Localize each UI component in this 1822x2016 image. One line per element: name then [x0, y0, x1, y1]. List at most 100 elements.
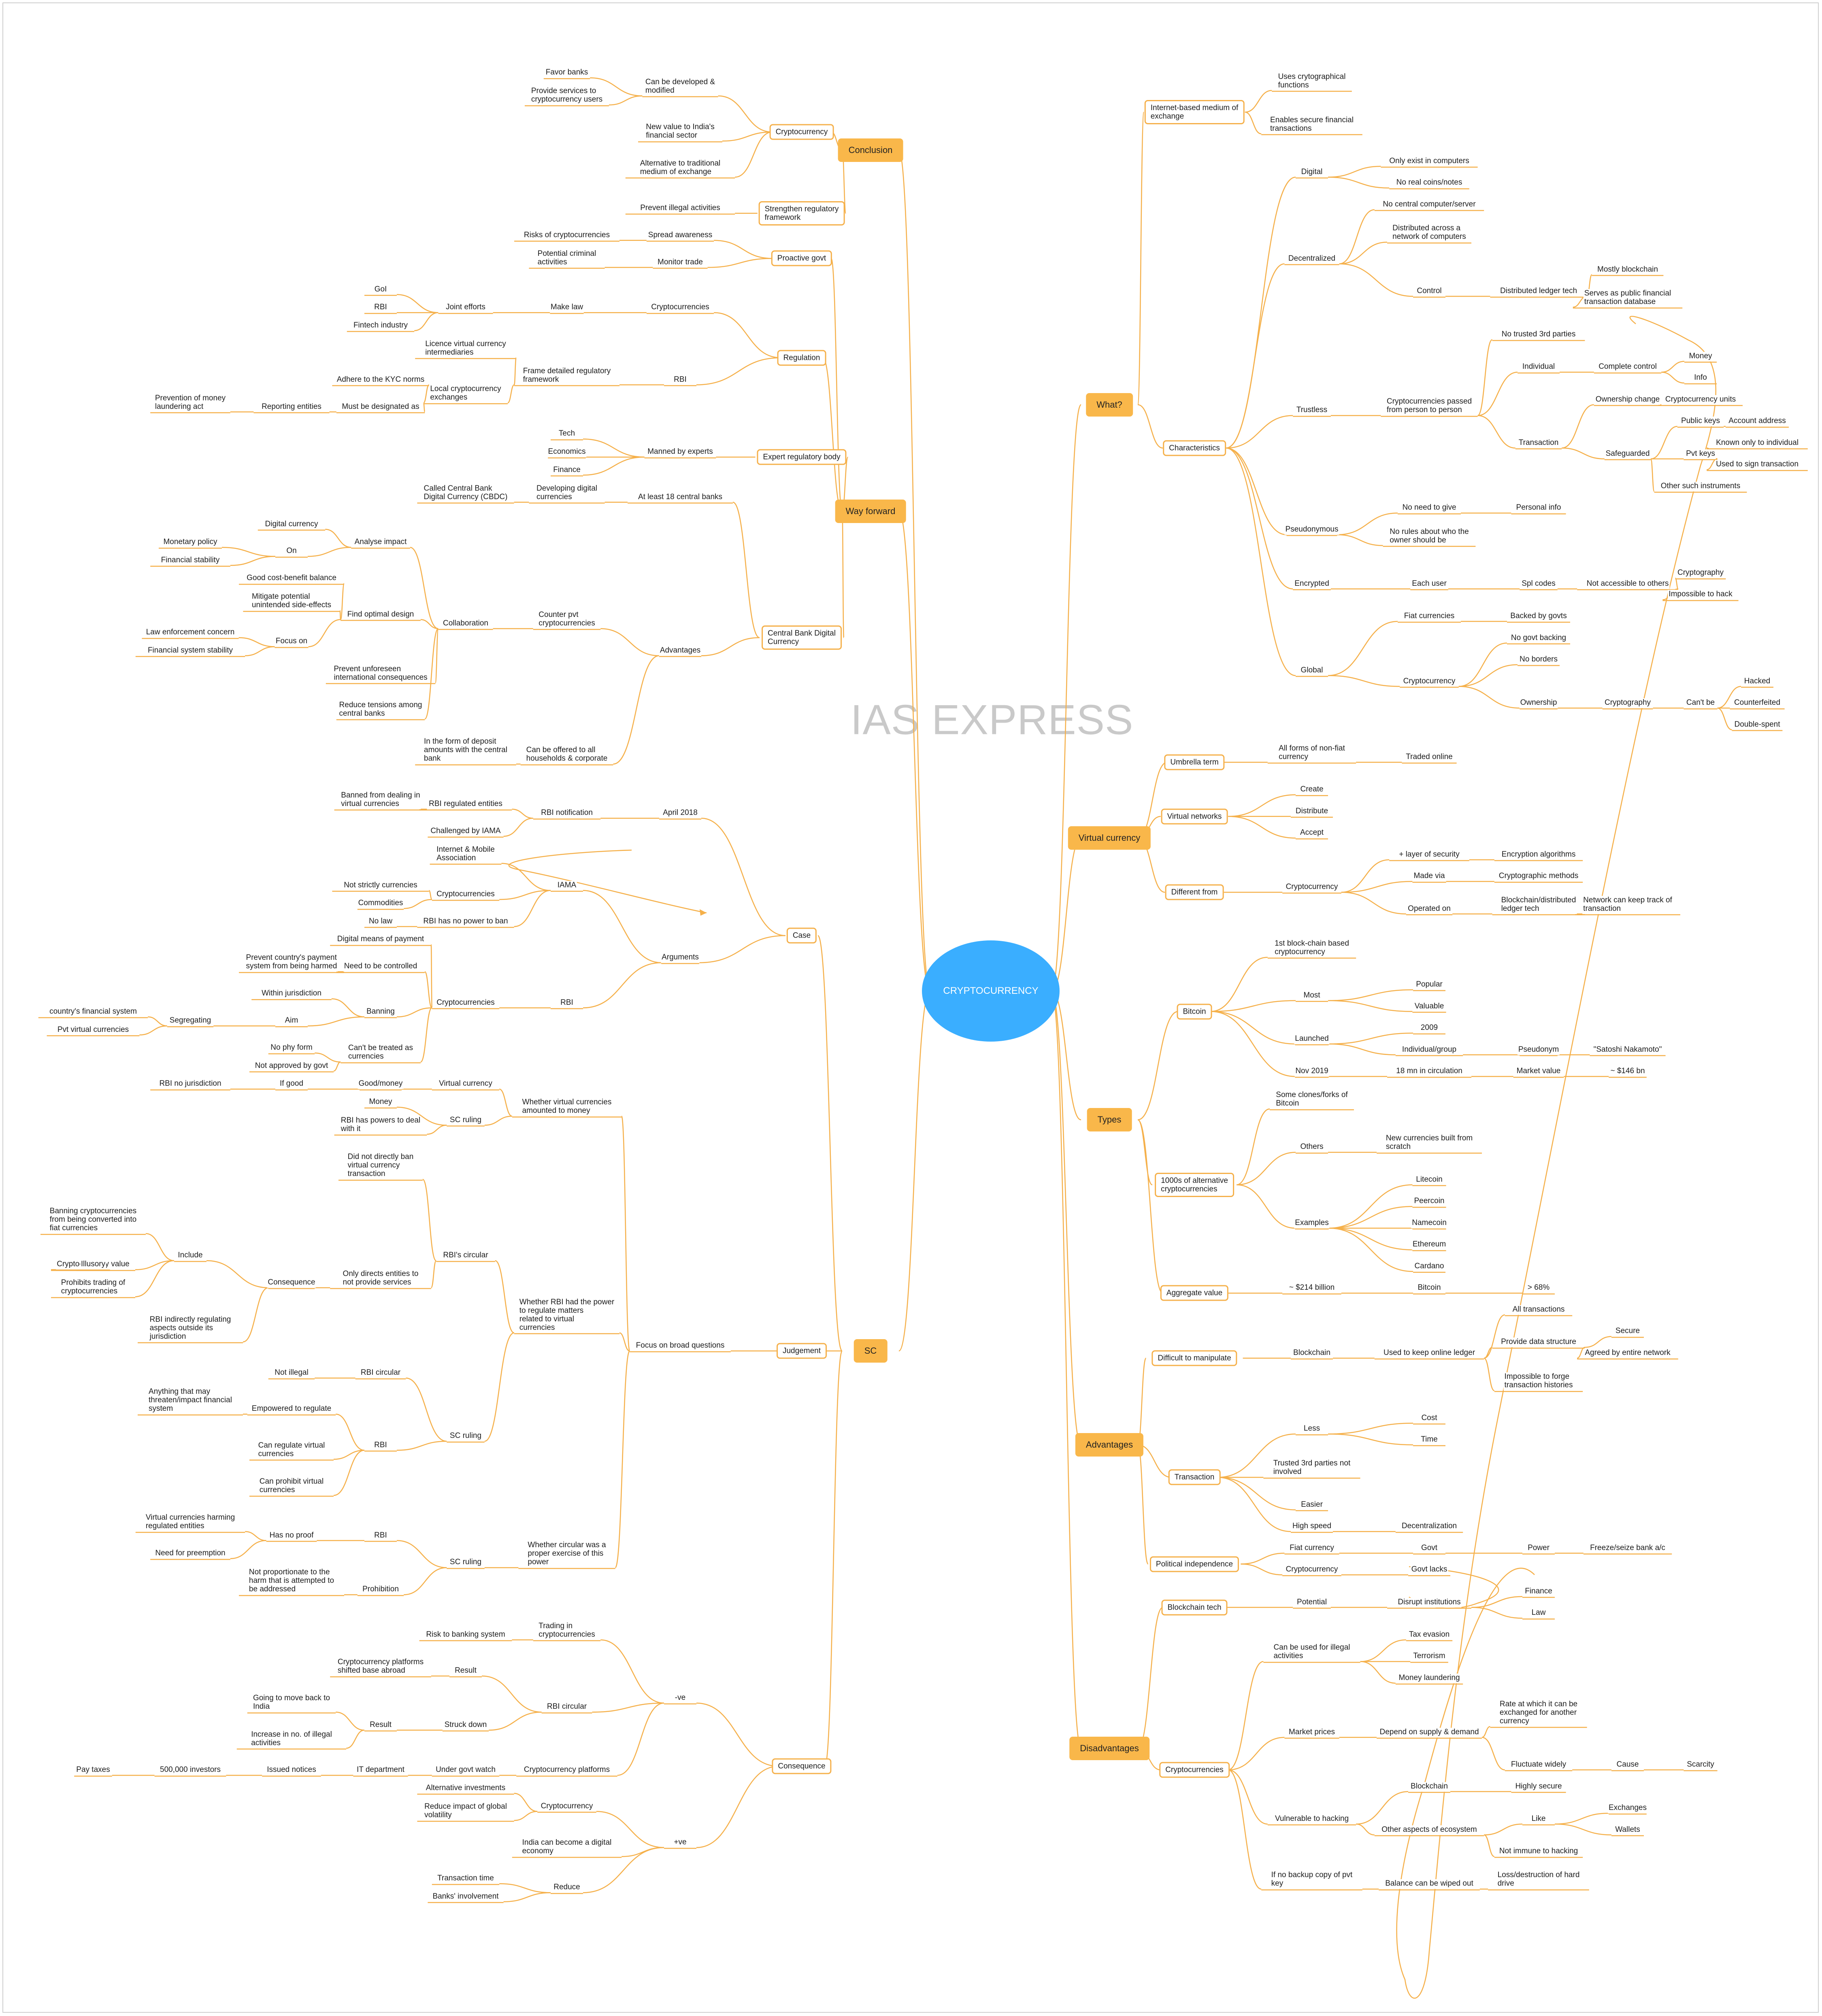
node-not-accessible-to-others[interactable]: Not accessible to others — [1586, 579, 1670, 589]
node-no-govt-backing[interactable]: No govt backing — [1510, 633, 1567, 643]
node-no-need-to-give[interactable]: No need to give — [1401, 503, 1457, 513]
node-law[interactable]: Law — [1530, 1608, 1547, 1618]
node-pseudonymous[interactable]: Pseudonymous — [1284, 525, 1339, 535]
node-no-real-coins-notes[interactable]: No real coins/notes — [1395, 178, 1463, 188]
node-rbi-notification[interactable]: RBI notification — [540, 808, 594, 819]
node-provide-data-structure[interactable]: Provide data structure — [1500, 1338, 1577, 1348]
node-cryptocurrencies[interactable]: Cryptocurrencies — [650, 303, 710, 313]
node-no-phy-form[interactable]: No phy form — [270, 1043, 313, 1053]
node-financial-stability[interactable]: Financial stability — [160, 555, 221, 566]
node-digital[interactable]: Digital — [1300, 167, 1324, 177]
node-adhere-to-the-kyc-norms[interactable]: Adhere to the KYC norms — [336, 375, 426, 385]
node-cardano[interactable]: Cardano — [1413, 1261, 1445, 1272]
node-different-from[interactable]: Different from — [1165, 884, 1224, 900]
node-no-central-computer-server[interactable]: No central computer/server — [1382, 200, 1477, 210]
node-68[interactable]: > 68% — [1526, 1283, 1551, 1293]
node-counterfeited[interactable]: Counterfeited — [1733, 698, 1782, 708]
node-finance[interactable]: Finance — [552, 465, 581, 475]
node-banks-involvement[interactable]: Banks' involvement — [432, 1892, 500, 1902]
node-rbi-has-no-power-to-ban[interactable]: RBI has no power to ban — [422, 917, 509, 927]
node-conclusion[interactable]: Conclusion — [838, 138, 903, 162]
node-individual-group[interactable]: Individual/group — [1401, 1045, 1458, 1055]
node-rbi[interactable]: RBI — [373, 303, 388, 313]
node-good-cost-benefit-balance[interactable]: Good cost-benefit balance — [246, 574, 337, 584]
node-depend-on-supply-demand[interactable]: Depend on supply & demand — [1379, 1727, 1480, 1737]
node-encrypted[interactable]: Encrypted — [1294, 579, 1330, 589]
node-ownership[interactable]: Ownership — [1519, 698, 1558, 708]
node-april-2018[interactable]: April 2018 — [662, 808, 698, 819]
node-made-via[interactable]: Made via — [1413, 872, 1446, 882]
node-money[interactable]: Money — [1688, 351, 1713, 362]
node-govt[interactable]: Govt — [1420, 1543, 1439, 1553]
node-control[interactable]: Control — [1416, 287, 1443, 297]
node-types[interactable]: Types — [1087, 1108, 1132, 1132]
node-examples[interactable]: Examples — [1294, 1218, 1330, 1228]
node-nov-2019[interactable]: Nov 2019 — [1294, 1067, 1329, 1077]
node-cryptography[interactable]: Cryptography — [1603, 698, 1652, 708]
node-digital-means-of-payment[interactable]: Digital means of payment — [336, 935, 425, 945]
node-struck-down[interactable]: Struck down — [443, 1720, 488, 1730]
node-18-mn-in-circulation[interactable]: 18 mn in circulation — [1395, 1067, 1463, 1077]
node-tax-evasion[interactable]: Tax evasion — [1408, 1630, 1451, 1640]
node-within-jurisdiction[interactable]: Within jurisdiction — [261, 989, 322, 999]
node-500-000-investors[interactable]: 500,000 investors — [159, 1765, 221, 1776]
node-advantages[interactable]: Advantages — [659, 646, 702, 656]
node-manned-by-experts[interactable]: Manned by experts — [647, 447, 714, 457]
node-only-exist-in-computers[interactable]: Only exist in computers — [1388, 156, 1470, 166]
node-cryptocurrencies[interactable]: Cryptocurrencies — [436, 889, 496, 900]
node-transaction[interactable]: Transaction — [1168, 1469, 1221, 1485]
node-rbi-no-jurisdiction[interactable]: RBI no jurisdiction — [158, 1079, 222, 1089]
node-political-independence[interactable]: Political independence — [1149, 1556, 1239, 1572]
node-pseudonym[interactable]: Pseudonym — [1517, 1045, 1560, 1055]
node-ve[interactable]: -ve — [674, 1693, 687, 1703]
node-consequence[interactable]: Consequence — [267, 1278, 316, 1288]
node-ve[interactable]: +ve — [673, 1837, 688, 1848]
node-known-only-to-individual[interactable]: Known only to individual — [1715, 438, 1799, 448]
node-umbrella-term[interactable]: Umbrella term — [1164, 754, 1225, 770]
node-alternative-investments[interactable]: Alternative investments — [425, 1784, 507, 1794]
node-scarcity[interactable]: Scarcity — [1686, 1760, 1715, 1770]
node-layer-of-security[interactable]: + layer of security — [1398, 850, 1460, 860]
node-balance-can-be-wiped-out[interactable]: Balance can be wiped out — [1384, 1879, 1474, 1889]
node-all-transactions[interactable]: All transactions — [1511, 1305, 1566, 1315]
node-sc-ruling[interactable]: SC ruling — [449, 1431, 483, 1442]
node-reduce[interactable]: Reduce — [553, 1883, 581, 1893]
node-has-no-proof[interactable]: Has no proof — [268, 1531, 315, 1541]
node-country-s-financial-system[interactable]: country's financial system — [49, 1007, 138, 1017]
node-others[interactable]: Others — [1299, 1142, 1324, 1153]
node-iama[interactable]: IAMA — [556, 880, 577, 891]
node-financial-system-stability[interactable]: Financial system stability — [147, 646, 234, 656]
node-cryptocurrencies[interactable]: Cryptocurrencies — [1159, 1762, 1230, 1778]
node-rbi[interactable]: RBI — [673, 375, 688, 385]
node-time[interactable]: Time — [1420, 1435, 1439, 1445]
node-fluctuate-widely[interactable]: Fluctuate widely — [1510, 1760, 1567, 1770]
node-other-such-instruments[interactable]: Other such instruments — [1660, 481, 1741, 491]
node-rbi-s-circular[interactable]: RBI's circular — [442, 1251, 489, 1261]
node-cryptocurrencies[interactable]: Cryptocurrencies — [436, 998, 496, 1008]
node-prevent-illegal-activities[interactable]: Prevent illegal activities — [639, 203, 721, 213]
node-risks-of-cryptocurrencies[interactable]: Risks of cryptocurrencies — [523, 230, 611, 240]
node-individual[interactable]: Individual — [1521, 362, 1556, 372]
node-used-to-keep-online-ledger[interactable]: Used to keep online ledger — [1382, 1348, 1476, 1358]
